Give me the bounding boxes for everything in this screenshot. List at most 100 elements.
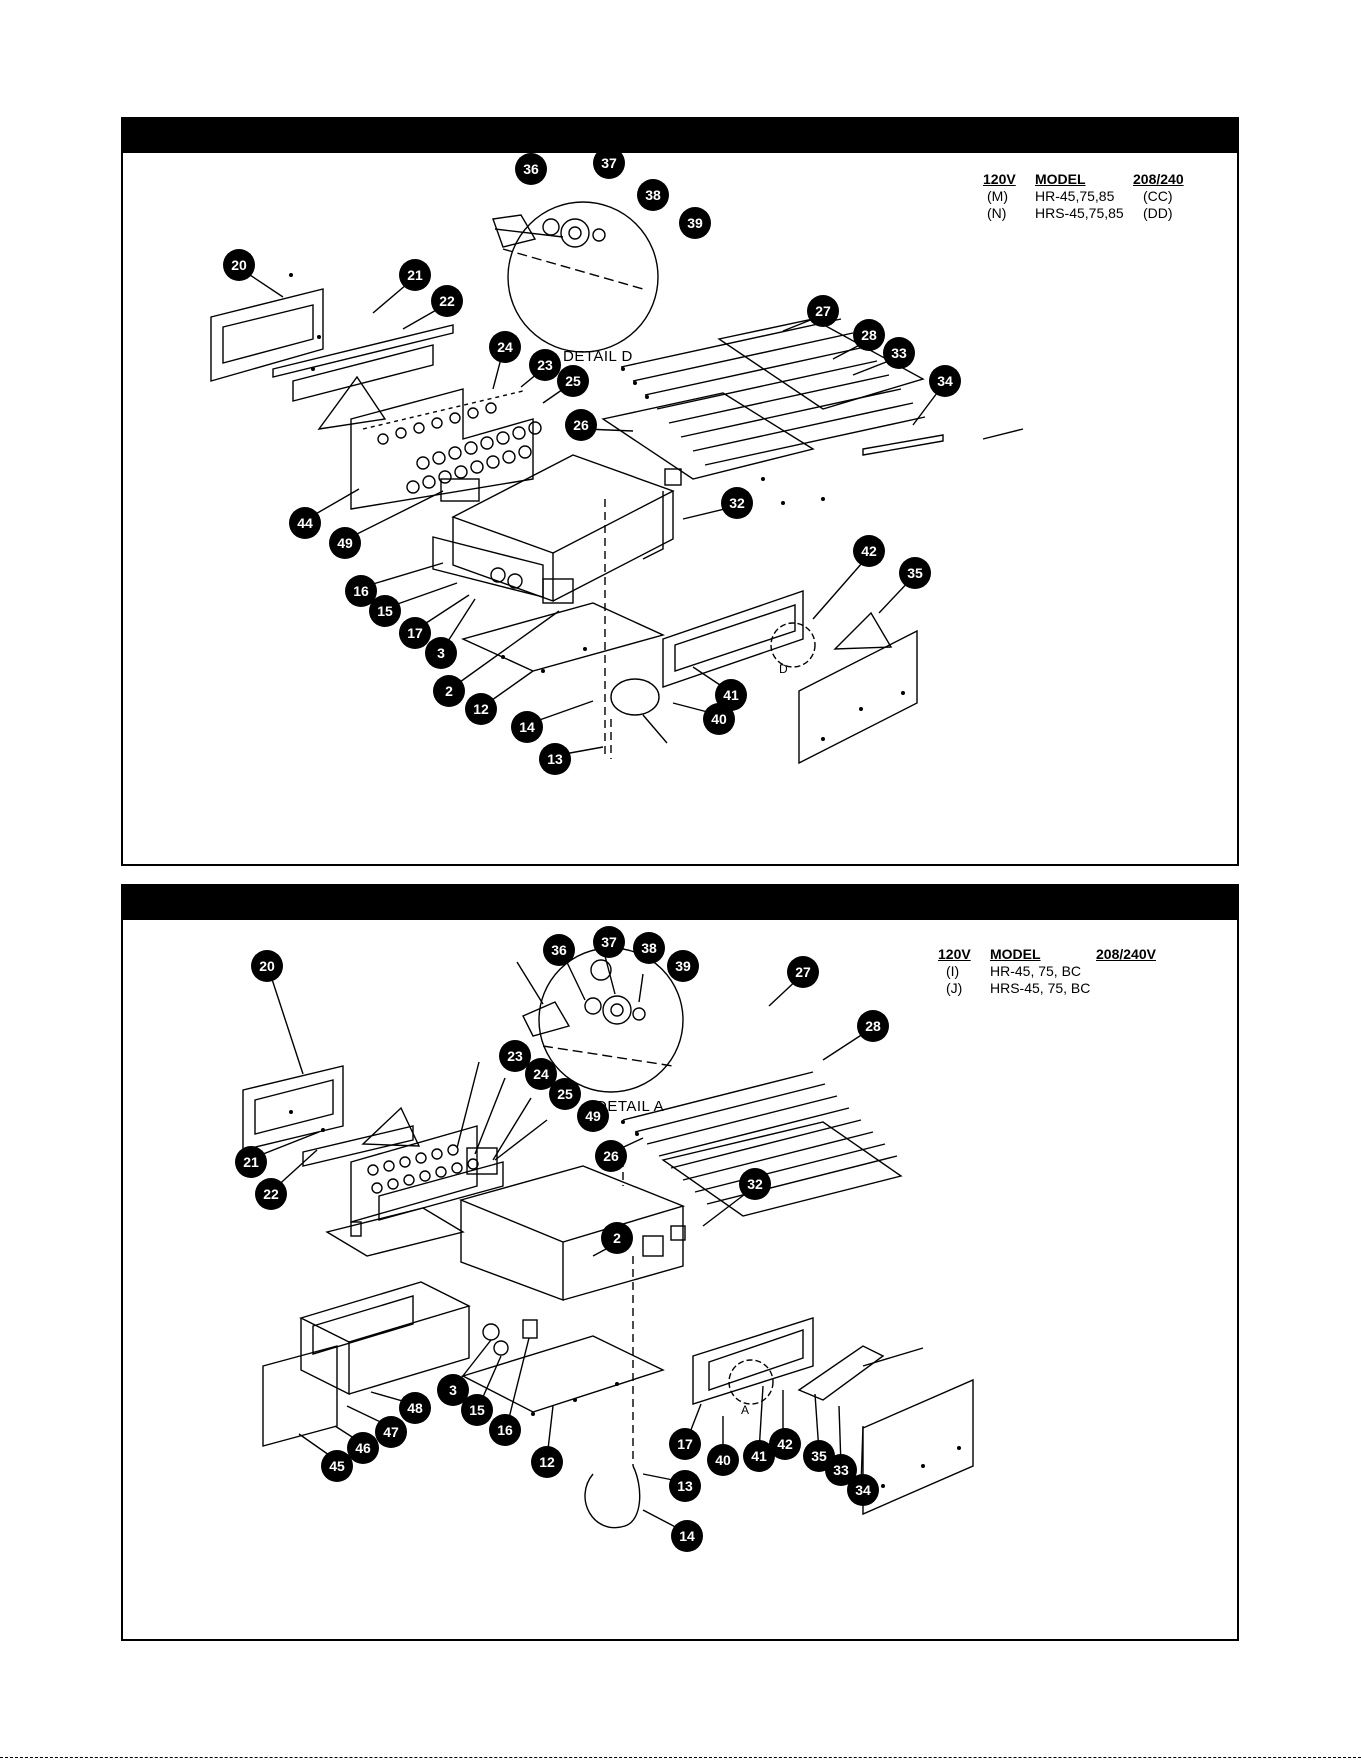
callout-number: 28 [861,327,877,343]
exploded-view-panel-bottom: 120V MODEL 208/240V (I) HR-45, 75, BC (J… [121,884,1239,1641]
callout-number: 26 [603,1148,619,1164]
callout-badge: 45 [321,1450,353,1482]
callout-badge: 34 [929,365,961,397]
callout-number: 13 [677,1478,693,1494]
callout-number: 39 [675,958,691,974]
table-cell: (CC) [1143,188,1173,204]
table-header-model: MODEL [990,946,1041,962]
exploded-parts-drawing: D 36 37 38 39 20 21 22 24 23 25 27 28 33… [210,147,1024,775]
callout-number: 27 [815,303,831,319]
table-cell: (N) [987,205,1007,221]
exploded-parts-drawing: A 36 37 38 39 20 27 23 24 25 49 28 26 21… [235,926,974,1552]
callout-badge: 20 [251,950,283,982]
callout-number: 32 [747,1176,763,1192]
callout-number: 28 [865,1018,881,1034]
callout-number: 13 [547,751,563,767]
callout-badge: 2 [433,675,465,707]
callout-number: 21 [243,1154,259,1170]
callout-number: 21 [407,267,423,283]
callout-number: 33 [891,345,907,361]
callout-badge: 26 [595,1140,627,1172]
callout-badge: 3 [437,1374,469,1406]
callout-badge: 21 [235,1146,267,1178]
callout-number: 15 [469,1402,485,1418]
model-voltage-table: 120V MODEL 208/240V (I) HR-45, 75, BC (J… [938,946,1178,996]
panel-header-bar [123,886,1237,920]
callout-badge: 22 [431,285,463,317]
table-cell: HRS-45, 75, BC [990,980,1091,996]
callout-number: 20 [259,958,275,974]
panel-header-bar [123,119,1237,153]
callout-number: 38 [641,940,657,956]
table-cell: (J) [946,980,963,996]
table-cell: (DD) [1143,205,1173,221]
callout-number: 16 [353,583,369,599]
callout-badge: 48 [399,1392,431,1424]
callout-number: 3 [437,645,445,661]
callout-badge: 35 [899,557,931,589]
callout-badge: 40 [703,703,735,735]
callout-number: 23 [537,357,553,373]
callout-number: 22 [263,1186,279,1202]
callout-number: 45 [329,1458,345,1474]
callout-badge: 36 [515,153,547,185]
callout-number: 27 [795,964,811,980]
callout-badge: 25 [549,1078,581,1110]
callout-number: 12 [473,701,489,717]
table-cell: (I) [946,963,960,979]
callout-number: 22 [439,293,455,309]
callout-number: 34 [937,373,953,389]
table-header-208-240v: 208/240V [1096,946,1156,962]
callout-badge: 32 [739,1168,771,1200]
callout-badge: 22 [255,1178,287,1210]
callout-number: 44 [297,515,313,531]
callout-number: 37 [601,934,617,950]
callout-badge: 47 [375,1416,407,1448]
callout-badge: 39 [679,207,711,239]
table-header-120v: 120V [983,171,1016,187]
callout-badge: 27 [787,956,819,988]
callout-badge: 13 [669,1470,701,1502]
callout-number: 23 [507,1048,523,1064]
model-voltage-table: 120V MODEL 208/240 (M) HR-45,75,85 (CC) … [983,171,1203,221]
callout-badge: 42 [853,535,885,567]
table-cell: HR-45,75,85 [1035,188,1115,204]
callout-number: 38 [645,187,661,203]
callout-number: 42 [861,543,877,559]
callout-badge: 13 [539,743,571,775]
callout-number: 36 [551,942,567,958]
callout-number: 12 [539,1454,555,1470]
callout-badge: 15 [461,1394,493,1426]
callout-number: 26 [573,417,589,433]
callout-number: 24 [533,1066,549,1082]
callout-number: 25 [557,1086,573,1102]
callout-badge: 23 [529,349,561,381]
callout-badge: 20 [223,249,255,281]
callout-badge: 37 [593,926,625,958]
callout-badge: 37 [593,147,625,179]
callout-number: 46 [355,1440,371,1456]
callout-number: 17 [407,625,423,641]
callout-number: 37 [601,155,617,171]
callout-badge: 27 [807,295,839,327]
exploded-view-panel-top: 120V MODEL 208/240 (M) HR-45,75,85 (CC) … [121,117,1239,866]
callout-number: 42 [777,1436,793,1452]
callout-badge: 14 [671,1520,703,1552]
callout-number: 2 [613,1230,621,1246]
callout-badge: 17 [669,1428,701,1460]
table-header-120v: 120V [938,946,971,962]
callout-badge: 24 [489,331,521,363]
callout-number: 47 [383,1424,399,1440]
callout-badge: 39 [667,950,699,982]
callout-badge: 15 [369,595,401,627]
callout-number: 32 [729,495,745,511]
callout-badge: 12 [531,1446,563,1478]
table-header-208-240: 208/240 [1133,171,1184,187]
callout-badge: 12 [465,693,497,725]
callout-badge: 42 [769,1428,801,1460]
callout-badge: 49 [329,527,361,559]
callout-badge: 41 [715,679,747,711]
callout-badge: 3 [425,637,457,669]
callout-number: 41 [723,687,739,703]
callout-badge: 17 [399,617,431,649]
